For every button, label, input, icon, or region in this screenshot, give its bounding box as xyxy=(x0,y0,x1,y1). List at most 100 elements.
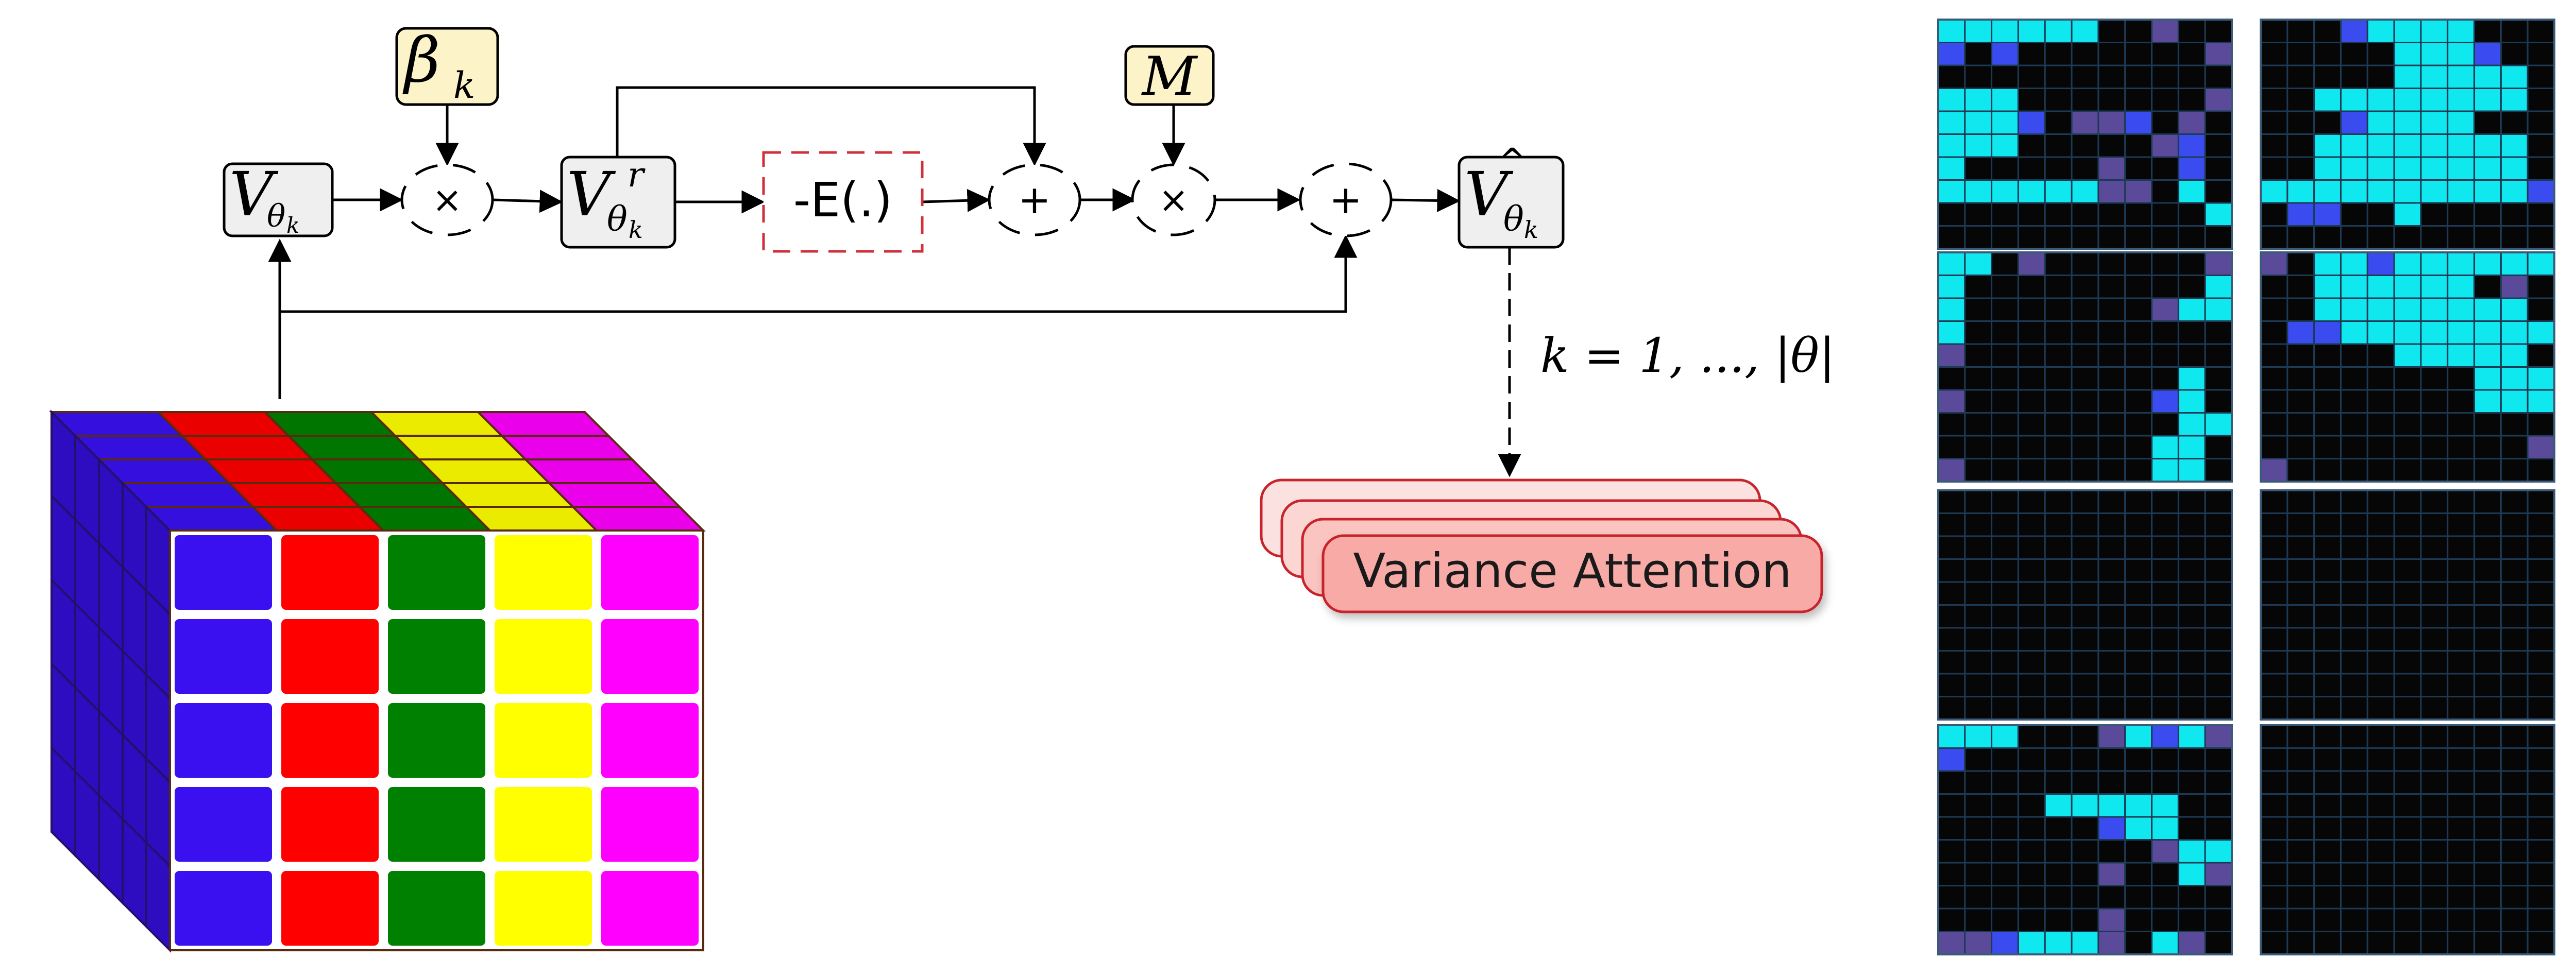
m-label: M xyxy=(1141,45,1198,108)
attention-cell xyxy=(2527,535,2555,560)
attention-cell xyxy=(2044,133,2073,158)
attention-cell xyxy=(2204,133,2233,158)
attention-cell xyxy=(2286,558,2315,583)
attention-cell xyxy=(2177,862,2206,886)
attention-cell xyxy=(2260,724,2289,749)
cube-front-cell xyxy=(172,532,275,613)
attention-cell xyxy=(2447,839,2476,864)
attention-cell xyxy=(2017,412,2046,437)
cube-front-cell xyxy=(172,868,275,949)
attention-cell xyxy=(2313,202,2342,227)
attention-cell xyxy=(2177,202,2206,227)
cube-front-cell xyxy=(385,616,488,697)
attention-cell xyxy=(2177,251,2206,276)
attention-cell xyxy=(2071,343,2099,368)
attention-cell xyxy=(2366,275,2395,299)
attention-cell xyxy=(2420,156,2449,181)
attention-cell xyxy=(2071,42,2099,66)
attention-cell xyxy=(1991,366,2019,391)
attention-cell xyxy=(2473,64,2502,89)
variance-attention-label: Variance Attention xyxy=(1353,543,1791,598)
attention-cell xyxy=(2260,908,2289,932)
attention-cell xyxy=(1964,770,1993,795)
attention-cell xyxy=(2366,604,2395,629)
attention-cell xyxy=(2340,275,2368,299)
attention-cell xyxy=(2340,627,2368,652)
attention-cell xyxy=(2151,156,2179,181)
attention-cell xyxy=(2097,435,2126,459)
beta-base: β xyxy=(402,25,440,96)
attention-cell xyxy=(2124,908,2153,932)
attention-cell xyxy=(1937,42,1966,66)
v-theta-sub: θ xyxy=(267,198,285,234)
attention-cell xyxy=(1937,535,1966,560)
attention-cell xyxy=(2151,179,2179,204)
attention-cell xyxy=(2500,320,2529,345)
vhat-theta-sub: θ xyxy=(1503,199,1524,239)
attention-cell xyxy=(2260,558,2289,583)
attention-cell xyxy=(1937,275,1966,299)
attention-cell xyxy=(2447,320,2476,345)
attention-cell xyxy=(2393,816,2422,841)
attention-cell xyxy=(2260,251,2289,276)
attention-cell xyxy=(2204,816,2233,841)
attention-cell xyxy=(2313,133,2342,158)
attention-cell xyxy=(2473,793,2502,818)
attention-cell xyxy=(2447,19,2476,43)
cube-front-cell xyxy=(278,868,382,949)
attention-cell xyxy=(2366,908,2395,932)
attention-cell xyxy=(2097,724,2126,749)
attention-cell xyxy=(2097,64,2126,89)
attention-cell xyxy=(1991,458,2019,483)
attention-cell xyxy=(1937,251,1966,276)
attention-cell xyxy=(1991,604,2019,629)
attention-cell xyxy=(2017,770,2046,795)
attention-cell xyxy=(2204,770,2233,795)
attention-cell xyxy=(1964,724,1993,749)
attention-cell xyxy=(2447,581,2476,606)
attention-cell xyxy=(2420,793,2449,818)
attention-cell xyxy=(2151,110,2179,135)
attention-cell xyxy=(2017,202,2046,227)
attention-cell xyxy=(2177,650,2206,675)
attention-cell xyxy=(2286,862,2315,886)
attention-cell xyxy=(2340,885,2368,910)
attention-cell xyxy=(2500,558,2529,583)
attention-cell xyxy=(2340,724,2368,749)
attention-cell xyxy=(2017,512,2046,537)
attention-cell xyxy=(2447,724,2476,749)
attention-cell xyxy=(2447,435,2476,459)
attention-cell xyxy=(2151,512,2179,537)
attention-cell xyxy=(2527,770,2555,795)
attention-cell xyxy=(2204,275,2233,299)
attention-cell xyxy=(2151,696,2179,721)
attention-cell xyxy=(2447,366,2476,391)
attention-cell xyxy=(1991,64,2019,89)
attention-cell xyxy=(2177,558,2206,583)
attention-cell xyxy=(2044,458,2073,483)
attention-cell xyxy=(2260,696,2289,721)
attention-cell xyxy=(1991,839,2019,864)
attention-cell xyxy=(2071,770,2099,795)
attention-cell xyxy=(2177,931,2206,955)
attention-cell xyxy=(2340,489,2368,514)
attention-cell xyxy=(2044,19,2073,43)
attention-cell xyxy=(2313,747,2342,772)
attention-cell xyxy=(2393,770,2422,795)
attention-cell xyxy=(2044,489,2073,514)
attention-cell xyxy=(2286,275,2315,299)
attention-cell xyxy=(2204,747,2233,772)
attention-cell xyxy=(2260,747,2289,772)
attention-cell xyxy=(2071,885,2099,910)
attention-cell xyxy=(2500,133,2529,158)
attention-cell xyxy=(2313,297,2342,322)
attention-cell xyxy=(2124,251,2153,276)
attention-cell xyxy=(1937,343,1966,368)
attention-cell xyxy=(2097,366,2126,391)
attention-cell xyxy=(2151,604,2179,629)
vr-theta-sup: r xyxy=(628,155,646,195)
attention-cell xyxy=(2447,42,2476,66)
voxel-cube xyxy=(49,409,706,953)
attention-cell xyxy=(2177,343,2206,368)
